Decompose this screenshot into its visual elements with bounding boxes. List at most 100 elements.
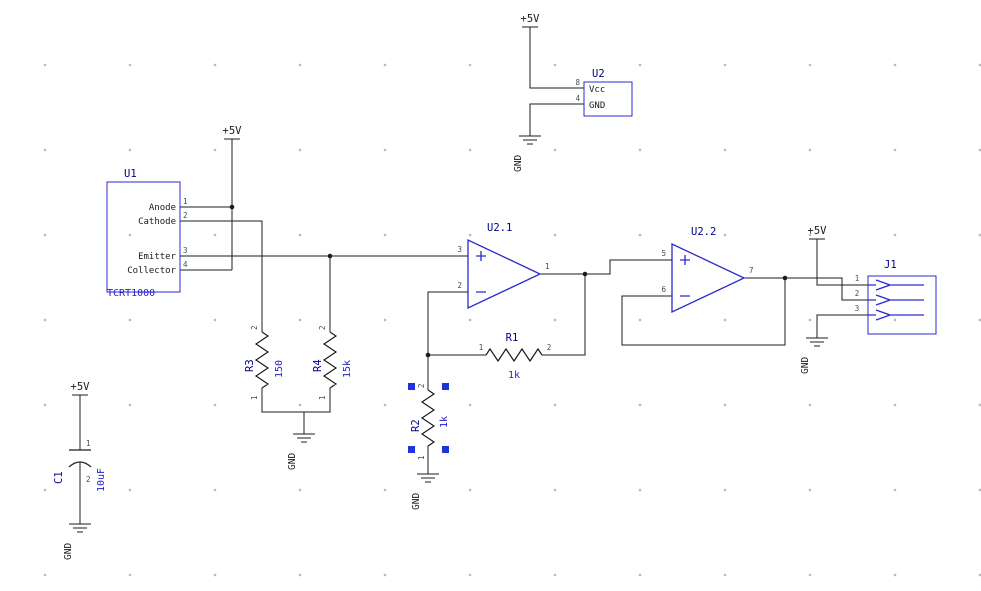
- opamp-plus-minus-marks: [680, 255, 690, 297]
- u2-ref: U2: [592, 68, 605, 80]
- u2-body: [583, 81, 633, 117]
- opamp-plus-minus-marks: [476, 251, 486, 293]
- gnd-symbol-u2[interactable]: GND: [513, 135, 541, 172]
- opamp-pin-number: 6: [661, 285, 666, 294]
- gnd-label: GND: [513, 155, 524, 172]
- r4-pin-number: 1: [318, 395, 327, 400]
- gnd-symbol-c1[interactable]: GND: [63, 523, 91, 560]
- j1-pin-number: 1: [855, 274, 860, 283]
- gnd-label: GND: [411, 493, 422, 510]
- u1-pin-name: Collector: [127, 266, 176, 276]
- c1-value: 10uF: [96, 468, 107, 492]
- r1-ref: R1: [506, 332, 519, 344]
- gnd-symbol-j1[interactable]: GND: [800, 337, 828, 374]
- junction-dot: [229, 204, 235, 210]
- c1-pin-number: 2: [86, 475, 91, 484]
- resistor-zigzag: [485, 347, 543, 363]
- r2-pin-number: 2: [417, 383, 426, 388]
- gnd-bars: [417, 473, 439, 483]
- j1-body: [867, 275, 937, 335]
- component-r2[interactable]: R2 1k 2 1: [408, 383, 450, 460]
- power-symbol-5v-j1[interactable]: +5V: [808, 225, 828, 240]
- u2-pin-number: 4: [575, 94, 580, 103]
- opamp-triangle: [671, 242, 746, 314]
- r1-pin-number: 1: [479, 343, 484, 352]
- gnd-symbol-r3r4[interactable]: GND: [287, 433, 315, 470]
- r2-value: 1k: [439, 416, 450, 428]
- selection-handle[interactable]: [408, 383, 415, 390]
- component-r3[interactable]: R3 150 2 1: [244, 325, 285, 400]
- opamp-pin-number: 1: [545, 262, 550, 271]
- power-symbol-5v-c1[interactable]: +5V: [71, 381, 91, 396]
- component-c1[interactable]: C1 10uF 1 2: [53, 439, 107, 492]
- u1-body: [106, 181, 181, 293]
- wire-nets[interactable]: [79, 27, 868, 524]
- c1-pin-number: 1: [86, 439, 91, 448]
- r3-pin-number: 2: [250, 325, 259, 330]
- opamp-pin-number: 7: [749, 266, 754, 275]
- gnd-label: GND: [287, 453, 298, 470]
- r4-ref: R4: [312, 359, 324, 372]
- u1-pin-name: Cathode: [138, 217, 176, 227]
- selection-handle[interactable]: [442, 383, 449, 390]
- selection-handle[interactable]: [408, 446, 415, 453]
- power-symbol-5v-u1[interactable]: +5V: [223, 125, 243, 140]
- c1-ref: C1: [53, 471, 65, 484]
- power-label: +5V: [223, 125, 243, 137]
- capacitor-plates: [68, 449, 92, 468]
- u1-pin-name: Emitter: [138, 252, 177, 262]
- gnd-bars: [69, 523, 91, 533]
- u2-pin-name: GND: [589, 101, 605, 111]
- component-u1[interactable]: U1 TCRT1000 Anode Cathode Emitter Collec…: [106, 168, 188, 299]
- opamp-ref: U2.1: [487, 222, 512, 234]
- u1-pin-name: Anode: [149, 203, 176, 213]
- component-r4[interactable]: R4 15k 2 1: [312, 325, 353, 400]
- r3-pin-number: 1: [250, 395, 259, 400]
- gnd-bars: [519, 135, 541, 145]
- r2-ref: R2: [410, 419, 422, 432]
- j1-pin-number: 2: [855, 289, 860, 298]
- r4-pin-number: 2: [318, 325, 327, 330]
- power-label: +5V: [71, 381, 91, 393]
- component-opamp-u2-2[interactable]: U2.2 5 6 7: [661, 226, 754, 314]
- r3-value: 150: [274, 360, 285, 378]
- r2-pin-number: 1: [417, 455, 426, 460]
- u1-pin-number: 1: [183, 197, 188, 206]
- r1-value: 1k: [508, 370, 520, 381]
- junction-dot: [327, 253, 333, 259]
- power-symbol-5v-top[interactable]: +5V: [521, 13, 541, 28]
- r3-ref: R3: [244, 359, 256, 372]
- u1-value: TCRT1000: [107, 288, 155, 299]
- component-r1[interactable]: R1 1k 1 2: [479, 332, 552, 381]
- r4-value: 15k: [342, 360, 353, 378]
- component-u2-power[interactable]: U2 Vcc GND 8 4: [575, 68, 633, 117]
- gnd-bars: [293, 433, 315, 443]
- gnd-label: GND: [63, 543, 74, 560]
- u1-pin-number: 4: [183, 260, 188, 269]
- opamp-pin-number: 2: [457, 281, 462, 290]
- opamp-triangle: [467, 238, 542, 310]
- resistor-zigzag: [322, 331, 338, 389]
- u1-pin-number: 3: [183, 246, 188, 255]
- resistor-zigzag: [420, 389, 436, 447]
- junction-dot: [782, 275, 788, 281]
- component-opamp-u2-1[interactable]: U2.1 3 2 1: [457, 222, 550, 310]
- component-j1[interactable]: J1 1 2 3: [855, 259, 937, 335]
- junction-dot: [582, 271, 588, 277]
- opamp-pin-number: 3: [457, 245, 462, 254]
- gnd-bars: [806, 337, 828, 347]
- u2-pin-number: 8: [575, 78, 580, 87]
- gnd-symbol-r2[interactable]: GND: [411, 473, 439, 510]
- j1-pin-glyphs: [868, 279, 924, 321]
- junction-dot: [425, 352, 431, 358]
- junction-dots: [229, 204, 788, 358]
- gnd-label: GND: [800, 357, 811, 374]
- j1-ref: J1: [884, 259, 897, 271]
- u2-pin-name: Vcc: [589, 85, 605, 95]
- selection-handle[interactable]: [442, 446, 449, 453]
- j1-pin-number: 3: [855, 304, 860, 313]
- u1-ref: U1: [124, 168, 137, 180]
- power-label: +5V: [521, 13, 541, 25]
- opamp-pin-number: 5: [661, 249, 666, 258]
